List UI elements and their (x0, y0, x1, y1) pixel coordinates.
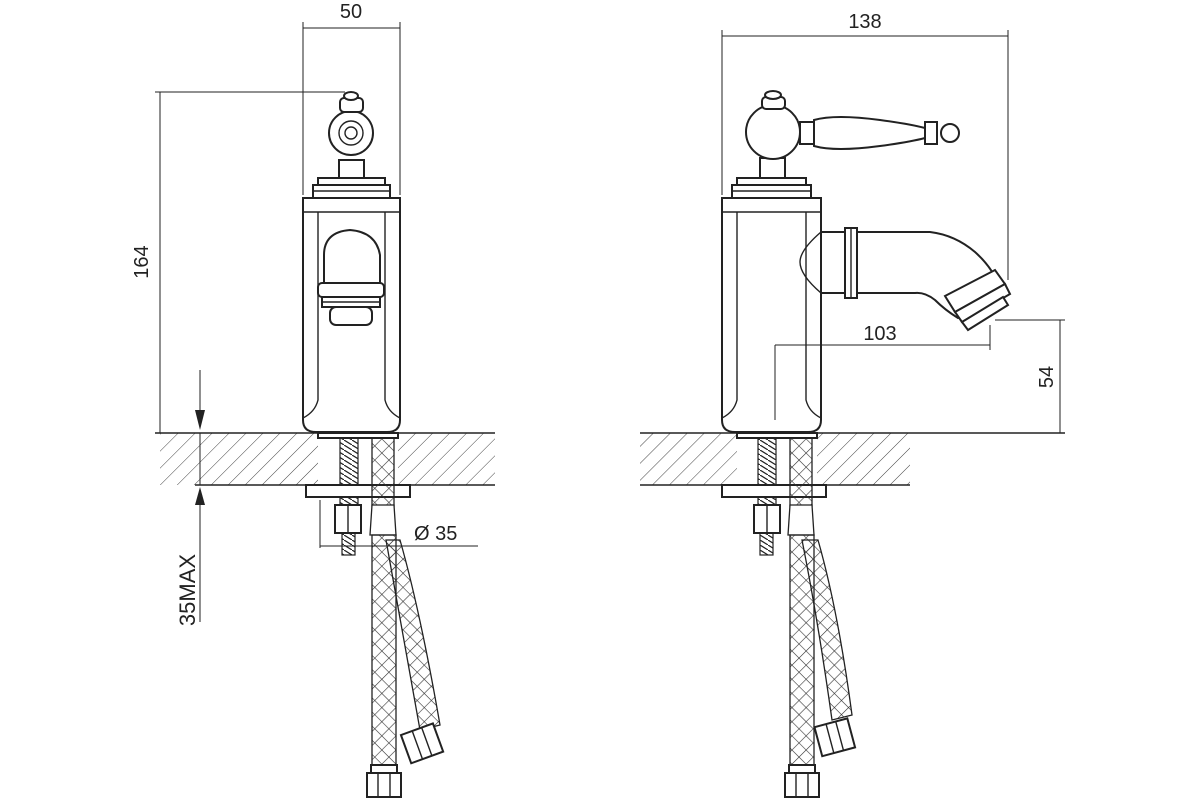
faucet-body-side (721, 90, 1012, 433)
mounting-parts-side (721, 432, 857, 798)
dimension-width-side: 138 (848, 11, 881, 33)
countertop-section-front (155, 432, 495, 486)
mounting-parts-front (305, 432, 445, 798)
countertop-section-side (640, 432, 1065, 486)
dimension-height-front: 164 (131, 245, 153, 278)
dimensions-front: 50 164 35MAX Ø 35 (131, 1, 478, 626)
side-view: 138 103 54 (640, 11, 1065, 798)
dimension-mount-thickness: 35MAX (175, 554, 200, 626)
dimension-width-front: 50 (340, 1, 362, 23)
dimension-reach: 103 (863, 323, 896, 345)
faucet-body-front (302, 91, 401, 433)
dimension-spout-height: 54 (1036, 366, 1058, 388)
dimension-hole-diameter: Ø 35 (414, 523, 457, 545)
front-view: 50 164 35MAX Ø 35 (131, 1, 495, 798)
dimensions-side: 138 103 54 (721, 11, 1065, 433)
